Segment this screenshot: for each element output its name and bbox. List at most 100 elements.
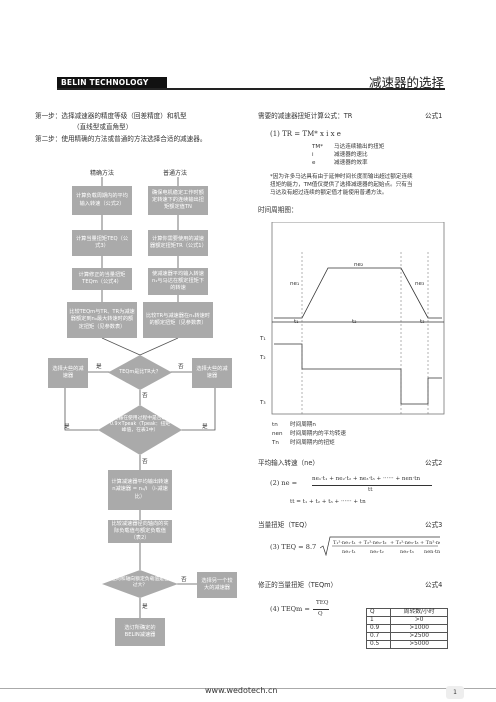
T1-label: T₁	[260, 336, 266, 342]
T3-label: T₃	[260, 400, 266, 406]
box-other-reducer: 选择另一个较大的减速器	[197, 572, 237, 598]
formula-2-lhs: (2) ne =	[270, 479, 298, 487]
decision-3-text: 径向和轴向额定负载值是否过大？	[111, 577, 169, 589]
brand-name: BELIN TECHNOLOGY	[61, 78, 149, 87]
decision-2-text: 减速器在使用过程中是否超过0.9×Tpeak（Tpeak：扭矩峰值，在表1中）	[108, 416, 172, 434]
formula-2-tag: 公式2	[425, 459, 443, 467]
table-header-row: Q 周转数/小时	[365, 608, 448, 617]
table-header-cycles: 周转数/小时	[390, 608, 448, 617]
time-cycle-title: 时间周期图：	[258, 206, 298, 214]
decision-3-shape	[102, 570, 178, 598]
t2-label: t₂	[352, 319, 357, 325]
box-compare-teqm: 比较TEQm与TR、TR为减速器额定到n₀最大转速时的额定扭矩（见参数表）	[67, 302, 137, 338]
svg-text:ne₁·t₁: ne₁·t₁	[342, 549, 356, 555]
box-avg-output-speed: 计算减速器平均输出转速 n减速器 = n₁/i （i-减速比）	[108, 470, 172, 510]
formula-1: (1) TR = TM* x i x e	[270, 130, 341, 138]
box-modified-torque: 计算修正的当量扭矩TEQm（公式4）	[72, 268, 132, 290]
formula-3-lhs: (3) TEQ = 8.7	[270, 543, 317, 551]
brand-bar: BELIN TECHNOLOGY	[57, 77, 167, 88]
box-avg-input-speed: 计算负载周期内的平均输入转速（公式2）	[72, 186, 132, 215]
step-1-subtext: （直线型或直角型）	[73, 123, 133, 131]
legend-3-text: 时间周期内的扭矩	[290, 440, 335, 446]
svg-text:nen·tn: nen·tn	[424, 549, 440, 555]
decision-1-no-down: 否	[142, 393, 148, 399]
formula-4-denominator: Q	[318, 611, 323, 617]
svg-text:+ Tn³·nen·tn: + Tn³·nen·tn	[420, 540, 440, 546]
box-rated-torque: 计算你需要使用的减速器额定扭矩TR（公式1）	[148, 230, 208, 256]
step-2-text: 第二步：使用精确的方法或普通的方法选择合适的减速器。	[35, 135, 207, 143]
formula-4-tag: 公式4	[425, 581, 443, 589]
time-cycle-diagram	[271, 222, 445, 415]
decision-2-no: 否	[142, 459, 148, 465]
note-line-2: 扭矩的能力，TM值仅提供了选择减速器的起始点。只有当	[270, 182, 413, 188]
def-3-text: 减速器的效率	[334, 160, 368, 166]
formula-4-fraction-bar	[313, 609, 329, 610]
t1-label: t₁	[294, 319, 299, 325]
ne1-label: ne₁	[290, 281, 300, 287]
formula-4-lhs: (4) TEQm =	[270, 605, 310, 613]
normal-method-label: 普通方法	[163, 170, 188, 177]
box-compare-tr: 比较TR与减速器在n₁转速时的额定扭矩（见参数表）	[143, 302, 213, 338]
formula-3-root: T₁³·ne₁·t₁+ T₂³·ne₂·t₂+ T₃³·ne₃·t₃+ Tn³·…	[320, 536, 440, 556]
box-bigger-right: 选择大些的减速器	[192, 358, 232, 388]
formula-3-tag: 公式3	[425, 521, 443, 529]
table-row: 0.9 >1000	[365, 624, 448, 633]
mod-torque-title: 修正的当量扭矩（TEQm）	[258, 581, 338, 589]
legend-3-sym: Tn	[272, 440, 279, 446]
formula-4-numerator: TEQ	[316, 600, 329, 606]
svg-text:T₁³·ne₁·t₁: T₁³·ne₁·t₁	[333, 540, 356, 546]
table-cell: >5000	[390, 640, 448, 649]
table-row: 0.7 >2500	[365, 632, 448, 641]
formula-2-tt: tt = t₁ + t₂ + t₃ + ······ + tn	[290, 499, 366, 505]
table-cell: >0	[390, 616, 448, 625]
table-cell: 0.9	[365, 624, 392, 633]
decision-2-yes-left: 是	[64, 424, 70, 430]
def-2-text: 减速器的速比	[334, 152, 368, 158]
required-torque-title: 需要的减速器扭矩计算公式：TR	[258, 112, 353, 120]
def-2-sym: i	[312, 152, 314, 158]
legend-1-sym: tn	[272, 422, 278, 428]
footer-url[interactable]: www.wedotech.cn	[205, 686, 278, 695]
box-equivalent-torque: 计算当量扭矩TEQ（公式3）	[72, 230, 132, 256]
table-row: 1 >0	[365, 616, 448, 625]
formula-2-fraction-bar	[312, 485, 432, 486]
def-1-sym: TM*	[312, 144, 324, 150]
decision-1-text: TEQm是比TR大？	[119, 369, 161, 375]
table-cell: 0.7	[365, 632, 392, 641]
box-motor-torque: 确保电机稳定工作时额定转速下的连续输出扭矩额定值TN	[148, 186, 208, 215]
ne3-label: ne₃	[415, 281, 425, 287]
def-3-sym: e	[312, 160, 316, 166]
note-line-3: 马达及有超过连续的额定值才能使用普通方法。	[270, 190, 388, 196]
svg-text:ne₃·t₃: ne₃·t₃	[400, 549, 414, 555]
formula-1-tag: 公式1	[425, 112, 443, 120]
decision-3-yes: 是	[142, 604, 148, 610]
footer-divider	[0, 688, 496, 689]
precise-method-label: 精确方法	[90, 170, 115, 177]
formula-2-numerator: ne₁·t₁ + ne₂·t₂ + ne₃·t₃ + ······ + nen·…	[312, 476, 421, 482]
eq-torque-title: 当量扭矩（TEQ）	[258, 521, 311, 529]
table-cell: >2500	[390, 632, 448, 641]
table-header-q: Q	[365, 608, 392, 617]
box-final-choice: 选订所确定的BELIN减速器	[115, 618, 165, 646]
box-bigger-left: 选择大些的减速器	[48, 358, 88, 388]
page-number: 1	[446, 686, 464, 699]
formula-2-denominator: tt	[368, 487, 373, 493]
decision-2-shape	[98, 405, 182, 455]
T2-label: T₂	[260, 355, 266, 361]
page-title: 减速器的选择	[368, 75, 444, 90]
q-factor-table: Q 周转数/小时 1 >0 0.9 >1000 0.7 >2500 0.5 >5…	[365, 608, 448, 649]
decision-1-no: 否	[178, 364, 184, 370]
legend-2-sym: nen	[272, 431, 283, 437]
svg-text:ne₂·t₂: ne₂·t₂	[370, 549, 384, 555]
t3-label: t₃	[420, 319, 425, 325]
table-cell: 1	[365, 616, 392, 625]
note-line-1: *因为许多马达具有由于延伸时间长度而输出超过额定连续	[270, 174, 413, 180]
avg-speed-title: 平均输入转速（ne）	[258, 459, 319, 467]
step-1-text: 第一步：选择减速器的精度等级（回差精度）和机型	[35, 112, 187, 120]
def-1-text: 马达连续输出的扭矩	[334, 144, 385, 150]
ne2-label: ne₂	[354, 262, 364, 268]
header-divider	[57, 88, 445, 90]
svg-text:+ T₃³·ne₃·t₃: + T₃³·ne₃·t₃	[390, 540, 419, 546]
legend-1-text: 时间周期n	[290, 422, 316, 428]
